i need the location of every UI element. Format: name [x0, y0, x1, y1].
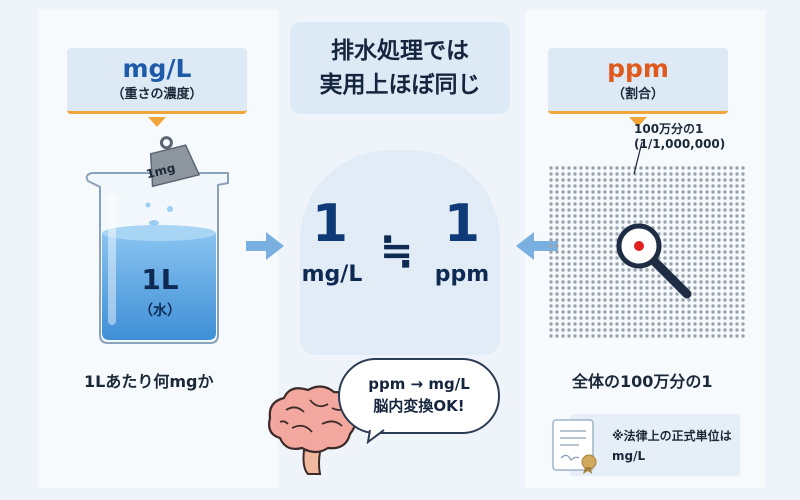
title-line-1: 排水処理では	[331, 38, 469, 64]
dot-label-leader	[633, 141, 643, 175]
beaker-icon	[85, 136, 229, 344]
legal-note-card	[570, 414, 740, 476]
beaker-volume-label: 1L	[141, 263, 179, 296]
mgL-value: 1	[311, 194, 349, 254]
ppm-header: ppm （割合）	[548, 48, 728, 114]
legal-note: ※法律上の正式単位は mg/L	[612, 426, 742, 466]
ppm-title: ppm	[607, 54, 669, 83]
center-highlight	[300, 150, 500, 355]
droplets	[145, 202, 173, 226]
approx-equal-sign: ≒	[380, 228, 414, 274]
ppm-value: 1	[443, 194, 481, 254]
mgL-caption: 1Lあたり何mgか	[84, 372, 214, 391]
mgL-title: mg/L	[122, 54, 192, 83]
ppm-unit-label: ppm	[434, 262, 490, 287]
bubble-tail	[366, 429, 385, 445]
highlighted-dot	[634, 241, 644, 251]
dot-fraction-line-1: 100万分の1	[634, 122, 704, 136]
ppm-caption: 全体の100万分の1	[572, 372, 713, 391]
certificate-icon	[552, 419, 597, 474]
ppm-header-pointer	[629, 117, 647, 127]
dot-grid	[549, 166, 745, 338]
beaker-water-label: （水）	[139, 303, 181, 319]
magnifier-icon	[616, 223, 692, 299]
ppm-subtitle: （割合）	[611, 87, 664, 102]
main-title: 排水処理では 実用上ほぼ同じ	[290, 22, 510, 114]
bubble-line-1: ppm → mg/L	[368, 375, 470, 393]
arrow-left-icon	[516, 232, 558, 260]
dot-fraction-line-2: (1/1,000,000)	[634, 137, 726, 151]
mgL-header: mg/L （重さの濃度）	[67, 48, 247, 114]
bubble-line-2: 脳内変換OK!	[373, 397, 465, 415]
mgL-header-pointer	[148, 117, 166, 127]
mgL-subtitle: （重さの濃度）	[111, 87, 203, 102]
title-line-2: 実用上ほぼ同じ	[319, 72, 481, 98]
legal-note-line-1: ※法律上の正式単位は	[612, 429, 732, 443]
dot-fraction-label: 100万分の1 (1/1,000,000)	[634, 122, 725, 152]
speech-bubble: ppm → mg/L 脳内変換OK!	[338, 358, 500, 434]
legal-note-line-2: mg/L	[612, 449, 646, 463]
arrow-right-icon	[246, 232, 284, 260]
weight-icon	[149, 136, 201, 188]
mgL-unit-label: mg/L	[301, 262, 363, 287]
